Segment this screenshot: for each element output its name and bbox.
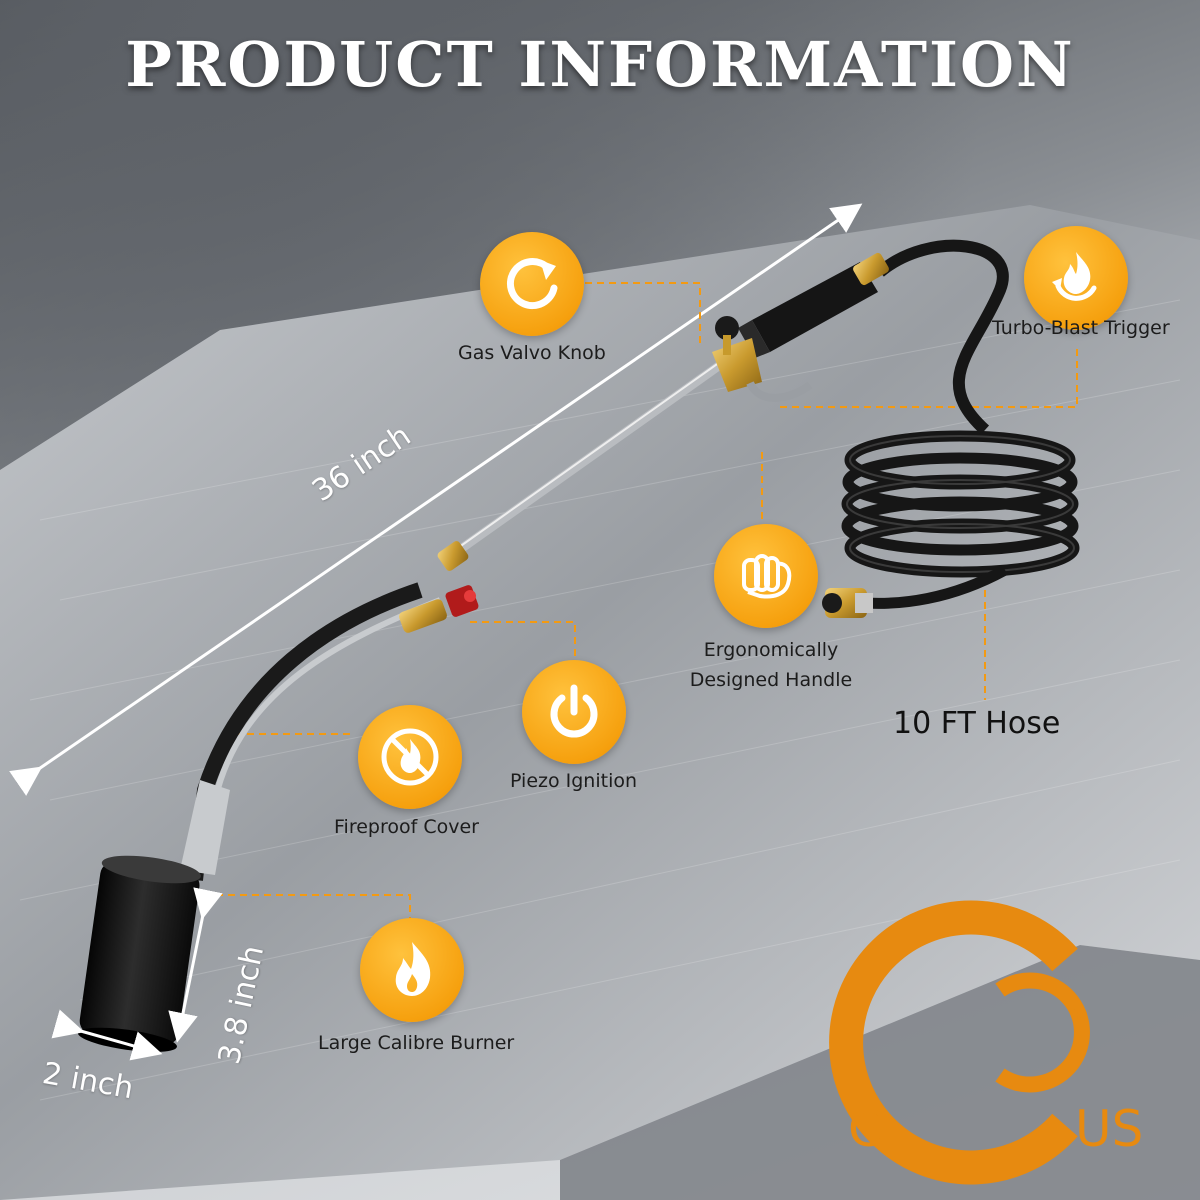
handle-badge: [714, 524, 818, 628]
hose-upper: [876, 239, 1009, 435]
csa-registered-mark: ®: [1068, 1004, 1090, 1029]
burner-neck: [180, 780, 230, 875]
hose-end: [864, 565, 1008, 609]
trigger-badge: [1024, 226, 1128, 330]
handle-assembly: [712, 252, 889, 402]
trigger-label: Turbo-Blast Trigger: [992, 317, 1170, 339]
handle-label-line1: Ergonomically: [703, 639, 839, 661]
csa-mark: [829, 900, 1090, 1185]
flame-icon: [395, 942, 431, 996]
gas-line: [187, 582, 423, 881]
handle-label-line2: Designed Handle: [689, 669, 853, 691]
gas-valve-label: Gas Valvo Knob: [458, 342, 606, 364]
hose-connector: [822, 588, 873, 618]
cycle-flame-icon: [1052, 252, 1097, 301]
csa-us-text: US: [1075, 1100, 1144, 1158]
piezo-label: Piezo Ignition: [510, 770, 638, 792]
burner-label: Large Calibre Burner: [318, 1032, 515, 1054]
height-arrow: [168, 887, 223, 1043]
leader-lines: [180, 282, 1078, 920]
piezo-igniter: [399, 585, 479, 633]
width-arrow: [51, 1009, 163, 1061]
fireproof-label: Fireproof Cover: [334, 816, 479, 838]
power-icon: [550, 684, 598, 738]
refresh-icon: [506, 258, 558, 310]
gas-valve-badge: [480, 232, 584, 336]
no-fire-icon: [381, 728, 439, 786]
wand-tube: [443, 360, 725, 563]
fireproof-badge: [358, 705, 462, 809]
page-title: PRODUCT INFORMATION: [125, 28, 1075, 101]
csa-c-text: C: [848, 1100, 883, 1158]
hose-label: 10 FT Hose: [893, 706, 1061, 741]
piezo-badge: [522, 660, 626, 764]
fist-icon: [742, 554, 792, 599]
burner-badge: [360, 918, 464, 1022]
length-arrow: [9, 203, 863, 796]
